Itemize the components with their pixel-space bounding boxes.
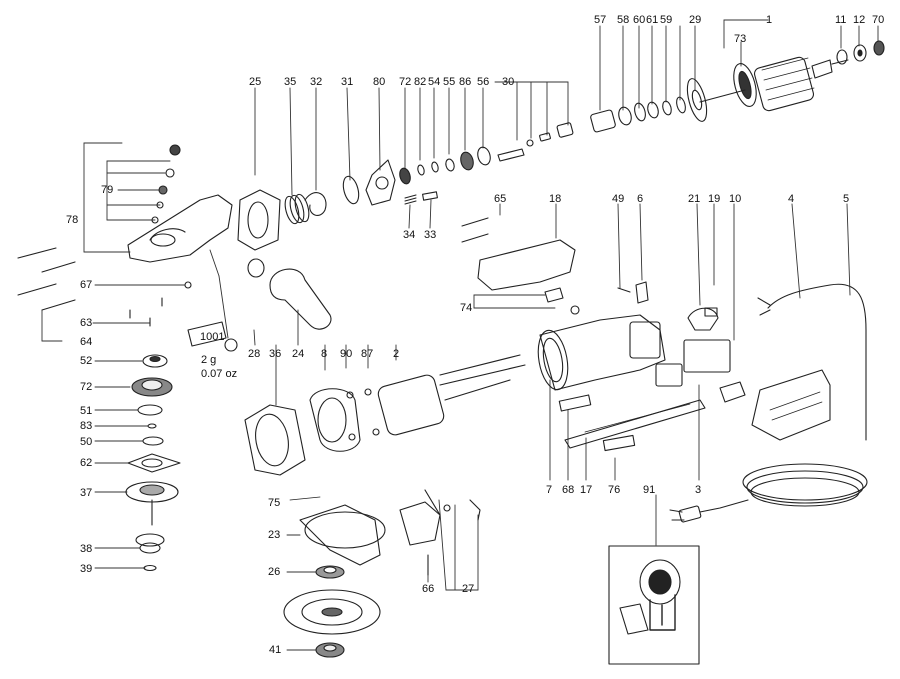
callout-label: 62 [80,457,93,469]
callout-label: 25 [249,76,262,88]
callout-label: 64 [80,336,93,348]
callout-label: 67 [80,279,93,291]
callout-label: 72 [80,381,93,393]
callout-label: 82 [414,76,427,88]
callout-label: 57 [594,14,607,26]
callout-label: 50 [80,436,93,448]
callout-label: 23 [268,529,281,541]
callout-label: 91 [643,484,656,496]
callout-label: 58 [617,14,630,26]
housing-screws [17,247,238,352]
callout-label: 11 [835,14,847,26]
callout-label: 76 [608,484,621,496]
callout-label: 55 [443,76,456,88]
callout-label: 72 [399,76,412,88]
callout-label: 52 [80,355,93,367]
callout-label: 41 [269,644,282,656]
callout-label: 21 [688,193,701,205]
callout-label: 75 [268,497,281,509]
callout-label: 27 [462,583,475,595]
callout-label: 63 [80,317,93,329]
switch-lever [558,394,706,452]
armature-assembly [237,40,885,251]
callout-label: 73 [734,33,747,45]
callout-label: 19 [708,193,721,205]
callout-label: 60 [633,14,646,26]
callout-label: 2 [393,348,400,360]
callout-label: 7 [546,484,553,496]
callout-label: 51 [80,405,93,417]
callout-label: 56 [477,76,490,88]
callout-label: 32 [310,76,323,88]
callout-label: 39 [80,563,93,575]
weight-note-grams: 2 g [201,354,217,366]
callout-label: 66 [422,583,435,595]
callout-label: 83 [80,420,93,432]
wiring-inset [608,545,700,665]
callout-label: 10 [729,193,742,205]
callout-label: 31 [341,76,354,88]
callout-label: 86 [459,76,472,88]
callout-label: 24 [292,348,305,360]
callout-label: 29 [689,14,702,26]
flange-housings [244,388,361,476]
callout-label: 65 [494,193,507,205]
callout-label: 8 [321,348,328,360]
callout-label: 5 [843,193,850,205]
gear-head-stack [125,354,181,572]
callout-label: 33 [424,229,437,241]
callout-label: 3 [695,484,702,496]
callout-label: 28 [248,348,261,360]
callout-label: 68 [562,484,575,496]
callout-label: 49 [612,193,625,205]
callout-label: 1 [766,14,773,26]
switch-components [461,217,746,403]
callout-label: 37 [80,487,93,499]
stator-assembly [346,354,526,441]
callout-label: 1001 [200,331,225,343]
clamp-bracket [399,489,481,576]
callout-label: 34 [403,229,416,241]
callout-label: 6 [637,193,644,205]
callout-label: 54 [428,76,441,88]
guard-and-disc [283,496,386,658]
callout-label: 35 [284,76,297,88]
callout-label: 38 [80,543,93,555]
callout-label: 4 [788,193,795,205]
callout-label: 74 [460,302,473,314]
callout-label: 79 [101,184,114,196]
callout-label: 78 [66,214,79,226]
cable-and-cap [669,283,868,523]
callout-label: 70 [872,14,885,26]
leader-lines [41,19,879,651]
side-handle [247,258,332,330]
callout-label: 87 [361,348,374,360]
callout-label: 12 [853,14,866,26]
callout-label: 17 [580,484,593,496]
callout-label: 59 [660,14,673,26]
gear-housing [127,144,233,263]
callout-label: 90 [340,348,353,360]
callout-label: 30 [502,76,515,88]
callout-label: 80 [373,76,386,88]
callout-label: 61 [646,14,659,26]
callout-label: 18 [549,193,562,205]
callout-label: 36 [269,348,282,360]
motor-housing [537,314,666,391]
callout-label: 26 [268,566,281,578]
weight-note-ounces: 0.07 oz [201,368,238,380]
